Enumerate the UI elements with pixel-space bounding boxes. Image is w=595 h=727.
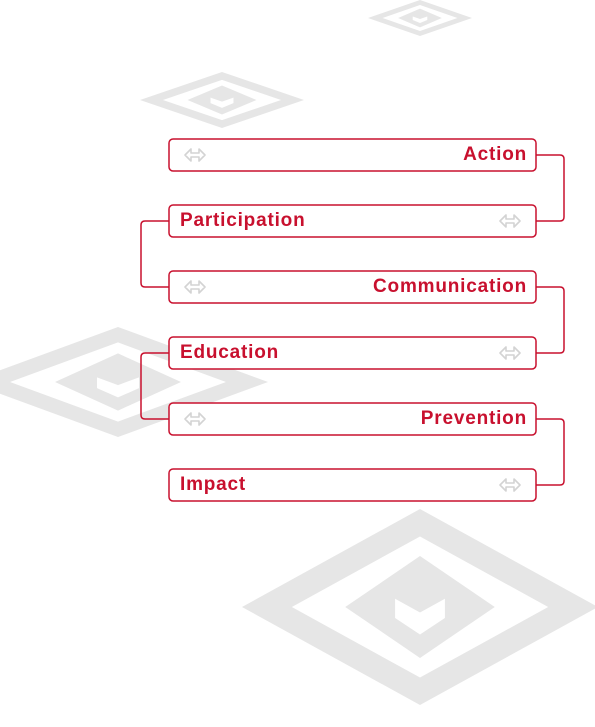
double-arrow-icon: [184, 412, 206, 426]
step-box: [168, 468, 537, 502]
watermark-mark: [242, 509, 595, 705]
step-connector: [536, 286, 565, 354]
watermark-mark: [140, 72, 304, 128]
double-arrow-icon: [499, 346, 521, 360]
double-arrow-icon: [184, 280, 206, 294]
watermark-mark: [368, 0, 472, 36]
step-connector: [536, 154, 565, 222]
watermark-mark: [0, 327, 268, 437]
double-arrow-icon: [184, 148, 206, 162]
double-arrow-icon: [499, 214, 521, 228]
step-label-prevention: Prevention: [420, 408, 527, 429]
step-connector: [140, 352, 169, 420]
step-label-action: Action: [463, 144, 527, 165]
step-label-education: Education: [180, 342, 280, 363]
step-label-participation: Participation: [180, 210, 306, 231]
double-arrow-icon: [499, 478, 521, 492]
step-label-impact: Impact: [180, 474, 247, 495]
step-label-communication: Communication: [373, 276, 527, 297]
step-connector: [536, 418, 565, 486]
step-connector: [140, 220, 169, 288]
